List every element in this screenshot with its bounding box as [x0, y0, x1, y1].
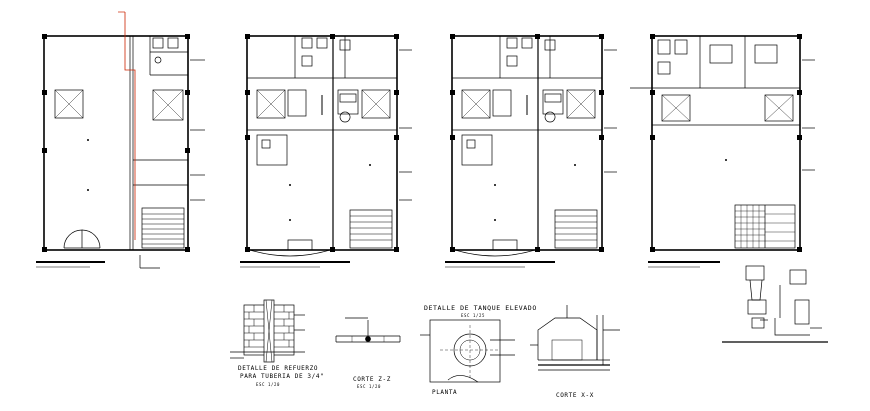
corte-zz-title: CORTE Z-Z	[353, 376, 391, 383]
detail-refuerzo-title-line2: PARA TUBERIA DE 3/4"	[240, 373, 325, 380]
corte-zz-scale: ESC 1/20	[357, 384, 382, 389]
detail-refuerzo-drawing	[230, 299, 305, 363]
bathroom-elevation-drawing	[722, 265, 828, 343]
tanque-corte-drawing	[530, 305, 620, 371]
floor-plan-4	[630, 34, 815, 268]
detail-refuerzo-scale: ESC 1/20	[256, 382, 281, 387]
tanque-planta-label: PLANTA	[432, 389, 458, 396]
detail-refuerzo-title-line1: DETALLE DE REFUERZO	[238, 365, 319, 372]
floor-plan-3	[445, 34, 617, 268]
corte-zz-drawing	[335, 317, 401, 343]
tanque-title: DETALLE DE TANQUE ELEVADO	[424, 304, 537, 312]
tanque-scale: ESC 1/25	[461, 313, 486, 318]
floor-plan-1	[36, 11, 205, 269]
floor-plan-2	[240, 34, 412, 268]
tanque-corte-label: CORTE X-X	[556, 392, 594, 399]
tanque-planta-drawing	[420, 319, 515, 383]
